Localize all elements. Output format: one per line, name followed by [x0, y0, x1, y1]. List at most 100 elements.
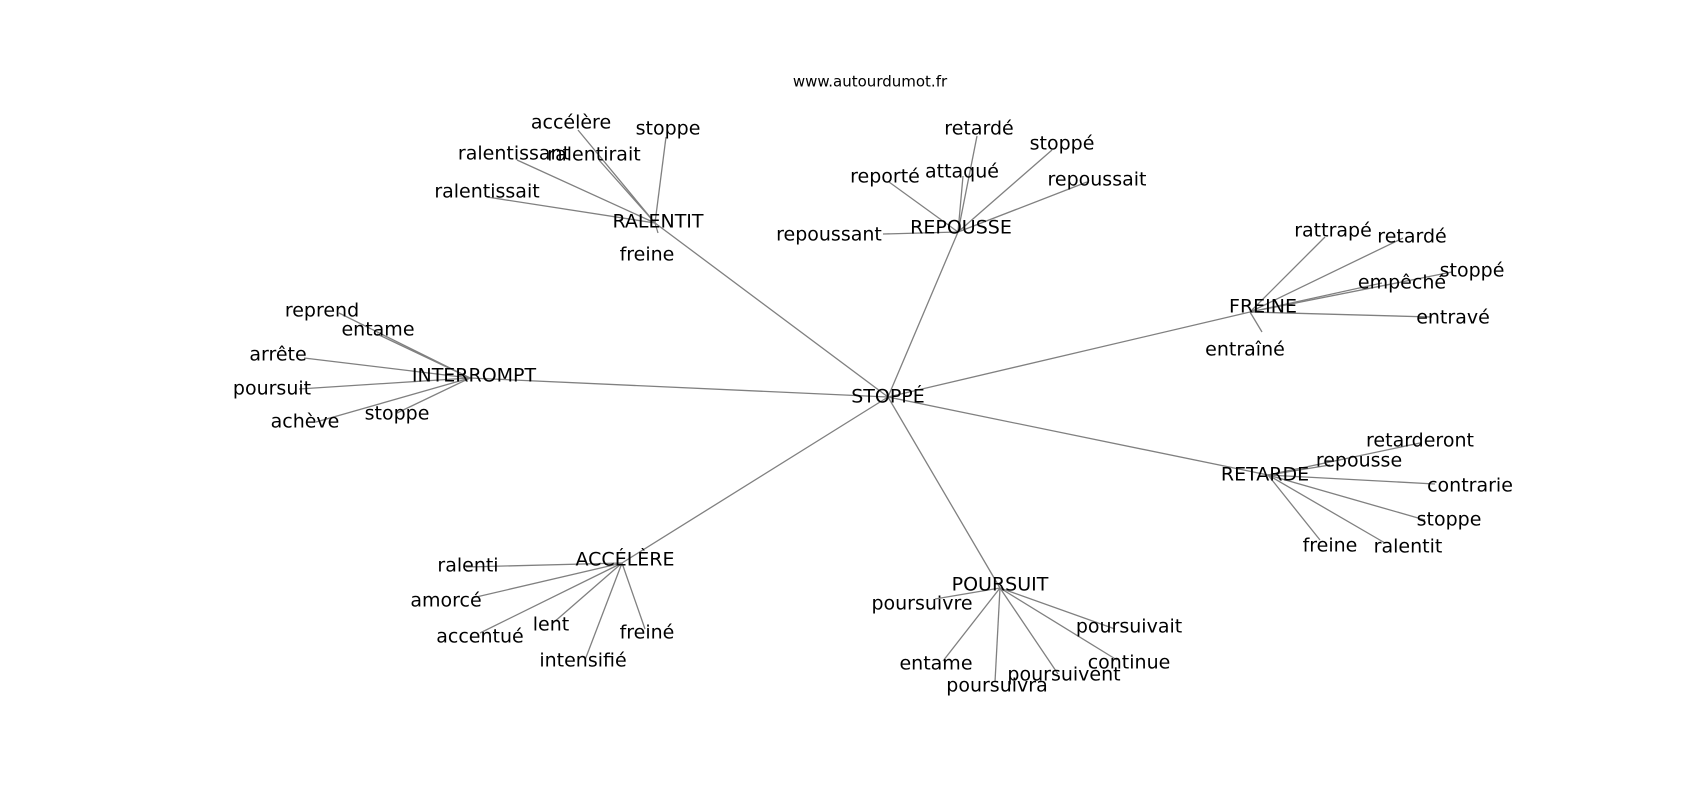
leaf-node: entraîné: [1205, 339, 1285, 361]
center-hub-edge: [654, 222, 889, 398]
hub-leaf-edge: [598, 159, 656, 224]
hub-leaf-edge: [315, 377, 471, 423]
leaf-node: entravé: [1416, 307, 1490, 329]
leaf-node: arrête: [249, 344, 306, 366]
labels-layer: www.autourdumot.fr accélère stoppe ralenti…: [233, 73, 1513, 697]
leaf-node: repoussait: [1048, 169, 1147, 191]
center-node: STOPPÉ: [851, 385, 925, 408]
leaf-node: ralentissait: [434, 181, 539, 203]
hub-node: INTERROMPT: [412, 365, 537, 387]
hub-leaf-edge: [1267, 474, 1386, 544]
center-hub-edge: [887, 396, 1269, 476]
hub-leaf-edge: [654, 222, 659, 234]
hub-leaf-edge: [1249, 271, 1453, 313]
center-hub-edge: [887, 396, 1001, 589]
hub-leaf-edge: [486, 196, 656, 224]
leaf-node: reprend: [285, 300, 359, 322]
center-hub-edge: [887, 231, 959, 398]
leaf-node: retardé: [944, 118, 1013, 140]
leaf-node: ralentissant: [458, 143, 570, 165]
hub-leaf-edge: [654, 136, 667, 224]
hub-leaf-edge: [1249, 282, 1383, 313]
hub-leaf-edge: [957, 175, 964, 233]
hub-leaf-edge: [1249, 311, 1433, 318]
leaf-node: continue: [1088, 652, 1171, 674]
hub-leaf-edge: [942, 587, 1001, 662]
hub-leaf-edge: [577, 129, 656, 224]
hub-leaf-edge: [957, 149, 1053, 233]
leaf-node: retarderont: [1366, 430, 1474, 452]
leaf-node: lent: [533, 614, 569, 636]
leaf-node: stoppe: [636, 118, 701, 140]
hub-leaf-edge: [999, 587, 1118, 661]
leaf-node: amorcé: [410, 590, 481, 612]
edges-layer: [298, 129, 1453, 683]
leaf-node: ralentit: [1374, 536, 1443, 558]
leaf-node: stoppe: [1417, 509, 1482, 531]
hub-leaf-edge: [376, 333, 471, 379]
hub-leaf-edge: [1267, 474, 1426, 521]
hub-node: RALENTIT: [612, 211, 703, 233]
leaf-node: accélère: [531, 112, 611, 134]
leaf-node: poursuivent: [1007, 664, 1120, 686]
hub-node: ACCÉLÈRE: [576, 548, 675, 571]
center-hub-edge: [887, 311, 1251, 398]
hub-leaf-edge: [1267, 442, 1421, 476]
hub-leaf-edge: [552, 562, 623, 624]
leaf-node: entame: [899, 653, 972, 675]
center-hub-edge: [469, 377, 889, 398]
hub-leaf-edge: [465, 562, 623, 568]
leaf-node: empêché: [1358, 272, 1446, 294]
leaf-node: ralentirait: [547, 144, 640, 166]
leaf-node: accentué: [436, 626, 523, 648]
hub-node: FREINE: [1229, 296, 1297, 318]
hub-leaf-edge: [621, 562, 646, 630]
leaf-node: freine: [1303, 535, 1358, 557]
hub-leaf-edge: [1249, 311, 1263, 333]
leaf-node: achève: [271, 411, 340, 433]
hub-leaf-edge: [934, 587, 1001, 600]
center-hub-edge: [621, 396, 889, 564]
hub-leaf-edge: [994, 587, 1001, 683]
hub-leaf-edge: [1249, 236, 1326, 313]
hub-leaf-edge: [882, 231, 959, 235]
hub-leaf-edge: [1267, 464, 1331, 476]
hub-leaf-edge: [888, 181, 959, 233]
leaf-node: poursuivra: [946, 675, 1047, 697]
leaf-node: contrarie: [1427, 475, 1513, 497]
hub-node: RETARDE: [1221, 464, 1309, 486]
leaf-node: repousse: [1316, 450, 1402, 472]
hub-leaf-edge: [1267, 474, 1321, 541]
hub-node: REPOUSSE: [910, 217, 1012, 239]
leaf-node: freine: [620, 244, 675, 266]
leaf-node: retardé: [1377, 226, 1446, 248]
hub-leaf-edge: [999, 587, 1059, 675]
hub-leaf-edge: [1249, 237, 1404, 313]
leaf-node: poursuivre: [871, 593, 972, 615]
hub-leaf-edge: [584, 562, 623, 661]
leaf-node: stoppé: [1440, 260, 1505, 282]
hub-leaf-edge: [396, 377, 471, 414]
hub-leaf-edge: [957, 181, 1088, 233]
leaf-node: reporté: [850, 166, 920, 188]
leaf-node: stoppe: [365, 403, 430, 425]
leaf-node: attaqué: [925, 161, 999, 183]
hub-leaf-edge: [298, 377, 471, 390]
leaf-node: ralenti: [437, 555, 498, 577]
hub-leaf-edge: [516, 159, 656, 224]
hub-leaf-edge: [479, 562, 623, 634]
leaf-node: intensifié: [539, 650, 626, 672]
leaf-node: entame: [341, 319, 414, 341]
hub-leaf-edge: [957, 135, 978, 233]
leaf-node: poursuit: [233, 378, 311, 400]
leaf-node: repoussant: [776, 224, 882, 246]
leaf-node: rattrapé: [1294, 220, 1372, 242]
leaf-node: freiné: [620, 622, 675, 644]
hub-leaf-edge: [471, 562, 623, 599]
site-watermark: www.autourdumot.fr: [793, 73, 948, 91]
hub-node: POURSUIT: [952, 574, 1049, 596]
leaf-node: poursuivait: [1076, 616, 1182, 638]
hub-leaf-edge: [303, 357, 471, 379]
